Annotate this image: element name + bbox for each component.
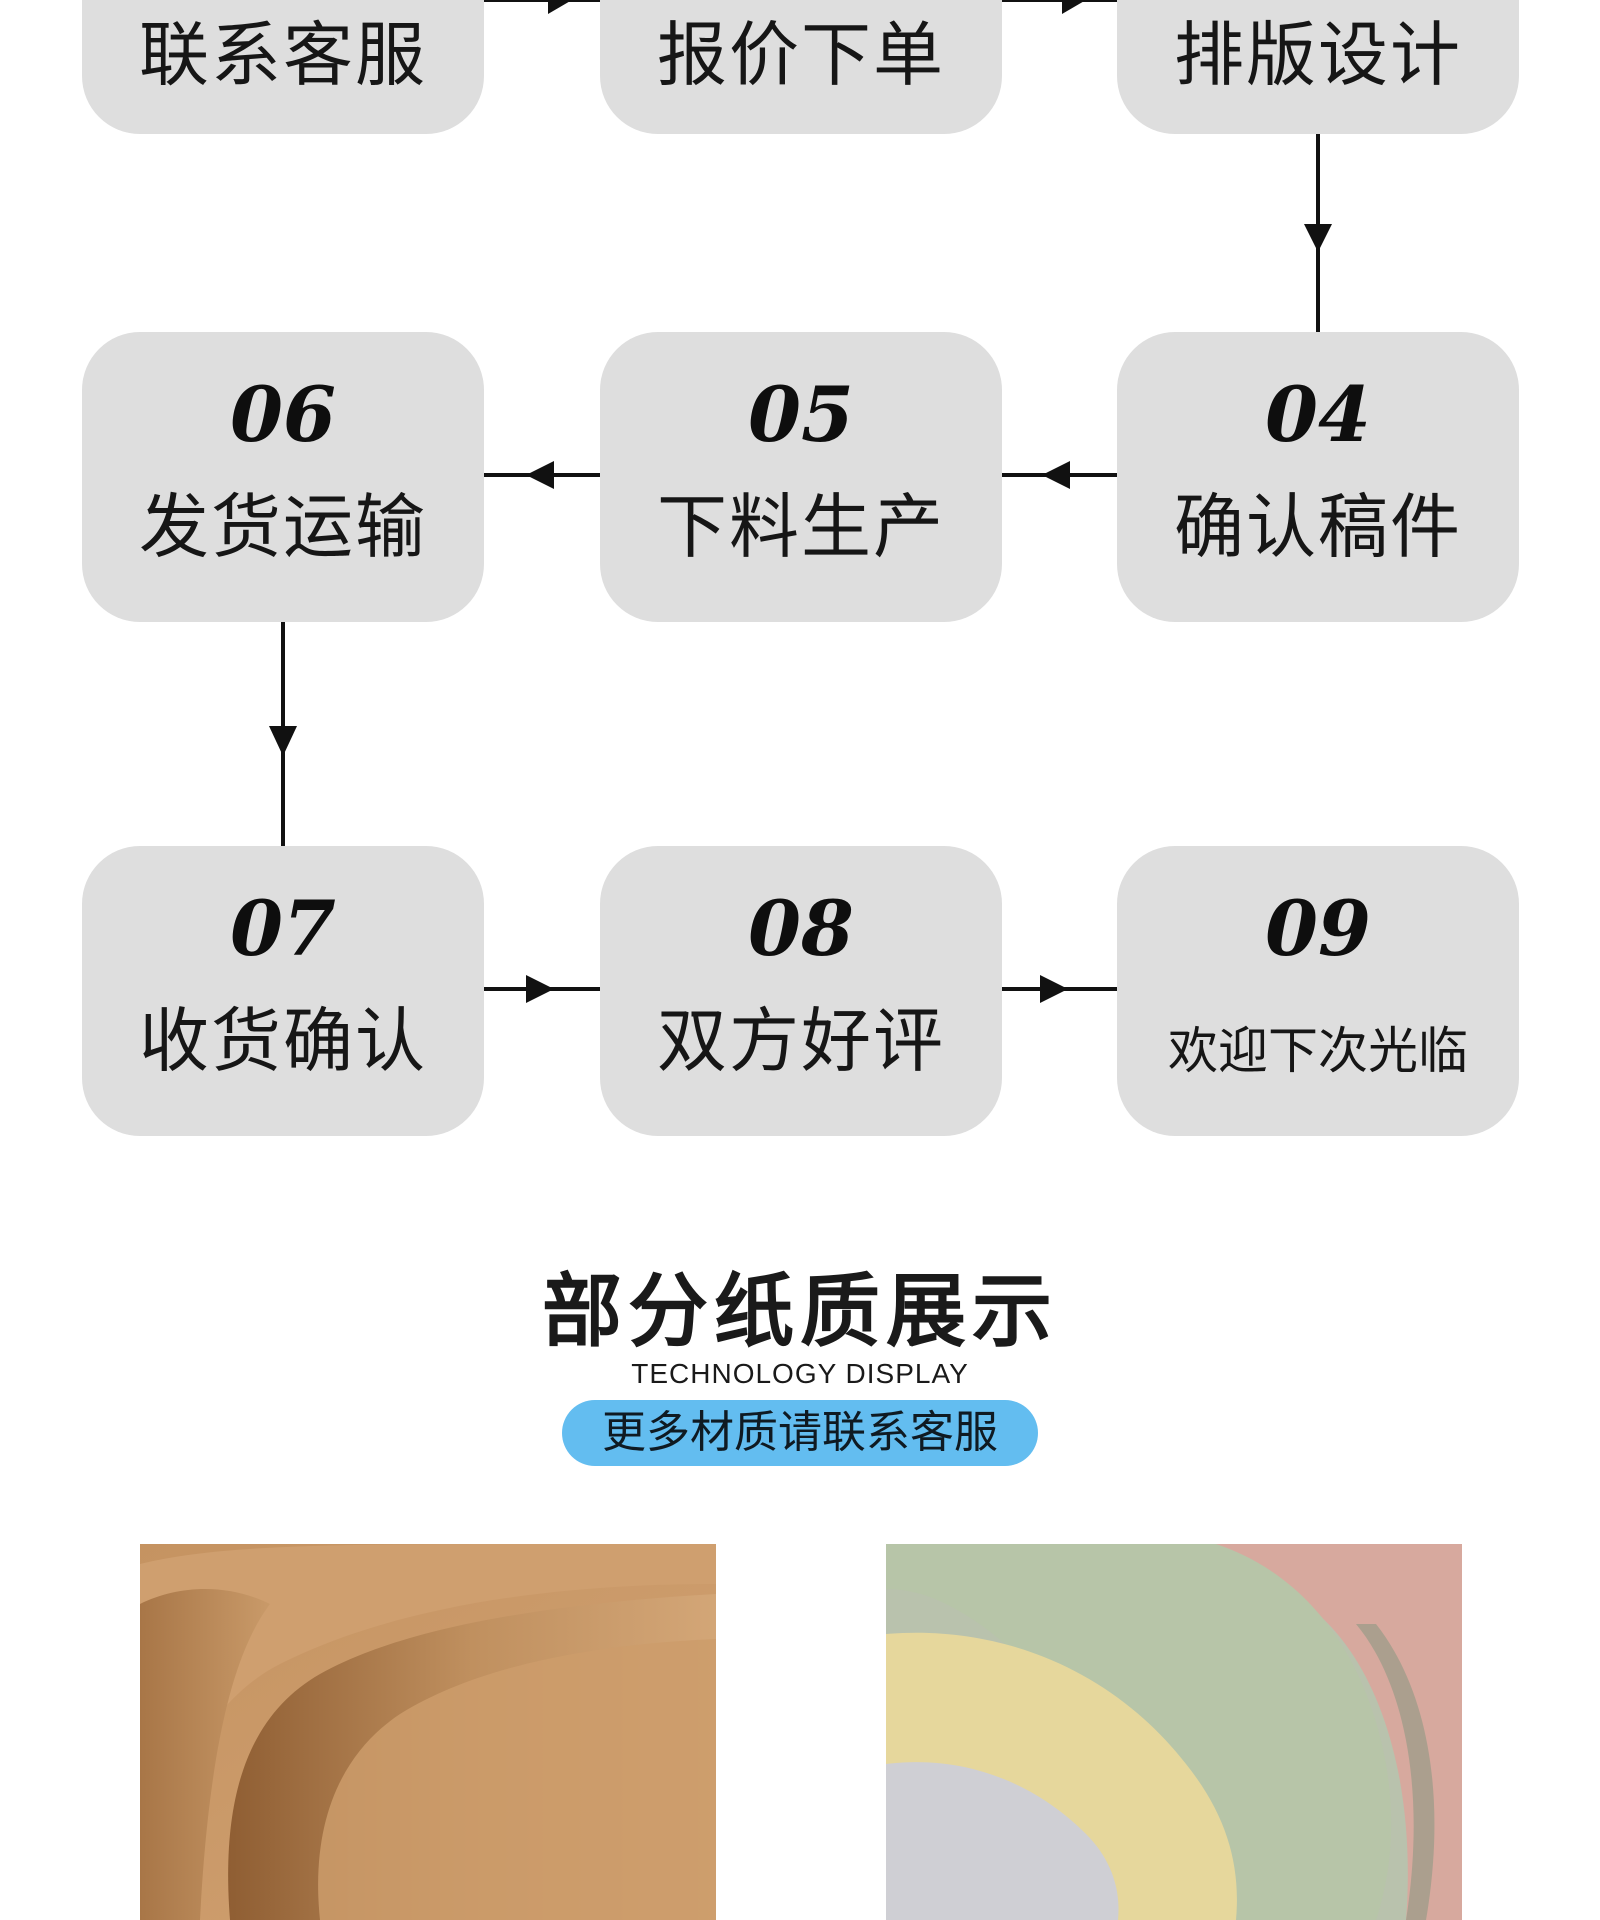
step-label: 发货运输 xyxy=(139,486,427,568)
arrow-07-08 xyxy=(484,975,600,1003)
step-number: 09 xyxy=(1265,884,1371,973)
arrow-06-07 xyxy=(269,622,297,846)
step-label: 双方好评 xyxy=(657,1000,945,1082)
step-number: 08 xyxy=(748,884,854,973)
step-number: 04 xyxy=(1265,370,1371,459)
step-label: 确认稿件 xyxy=(1174,486,1462,568)
step-label: 收货确认 xyxy=(139,1000,427,1082)
step-01-box: 联系客服 xyxy=(82,0,484,134)
step-06-box: 06 发货运输 xyxy=(82,332,484,622)
arrow-04-05 xyxy=(1002,461,1117,489)
step-02-box: 报价下单 xyxy=(600,0,1002,134)
step-label: 欢迎下次光临 xyxy=(1168,1022,1468,1080)
section-subtitle: TECHNOLOGY DISPLAY xyxy=(631,1358,969,1389)
step-number: 07 xyxy=(230,884,336,973)
step-05-box: 05 下料生产 xyxy=(600,332,1002,622)
step-07-box: 07 收货确认 xyxy=(82,846,484,1136)
step-09-box: 09 欢迎下次光临 xyxy=(1117,846,1519,1136)
step-03-box: 排版设计 xyxy=(1117,0,1519,134)
arrow-01-02 xyxy=(484,0,600,14)
contact-pill: 更多材质请联系客服 xyxy=(562,1400,1038,1466)
step-label: 排版设计 xyxy=(1174,14,1462,96)
step-label: 下料生产 xyxy=(657,486,945,568)
step-label: 报价下单 xyxy=(657,14,945,96)
arrow-03-04 xyxy=(1304,134,1332,332)
step-label: 联系客服 xyxy=(139,14,427,96)
kraft-paper-photo xyxy=(140,1544,716,1920)
color-paper-photo xyxy=(886,1544,1462,1920)
step-04-box: 04 确认稿件 xyxy=(1117,332,1519,622)
flow-arrows xyxy=(269,0,1332,1003)
step-number: 06 xyxy=(230,370,336,459)
section-title: 部分纸质展示 xyxy=(542,1265,1058,1358)
arrow-08-09 xyxy=(1002,975,1117,1003)
arrow-05-06 xyxy=(484,461,600,489)
step-number: 05 xyxy=(748,370,854,459)
arrow-02-03 xyxy=(1002,0,1117,14)
step-08-box: 08 双方好评 xyxy=(600,846,1002,1136)
